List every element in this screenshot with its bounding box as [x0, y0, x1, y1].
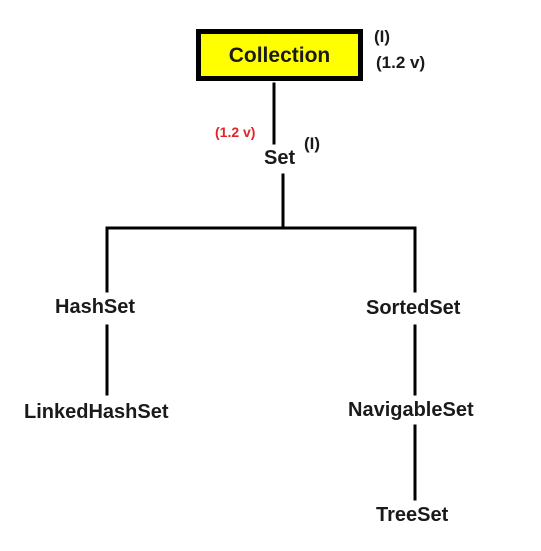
collection-node: Collection [196, 29, 363, 81]
collection-label: Collection [228, 43, 331, 67]
set-node-label: Set [264, 147, 296, 169]
set-version-label: (1.2 v) [215, 124, 256, 140]
collection-version-label: (1.2 v) [376, 53, 426, 72]
sortedset-node-label: SortedSet [366, 297, 461, 319]
navigableset-node-label: NavigableSet [348, 399, 474, 421]
linkedhashset-node-label: LinkedHashSet [24, 401, 169, 423]
hashset-node-label: HashSet [55, 296, 136, 318]
set-interface-marker: (I) [304, 134, 321, 153]
collection-interface-marker: (I) [374, 27, 391, 46]
treeset-node-label: TreeSet [376, 504, 449, 526]
